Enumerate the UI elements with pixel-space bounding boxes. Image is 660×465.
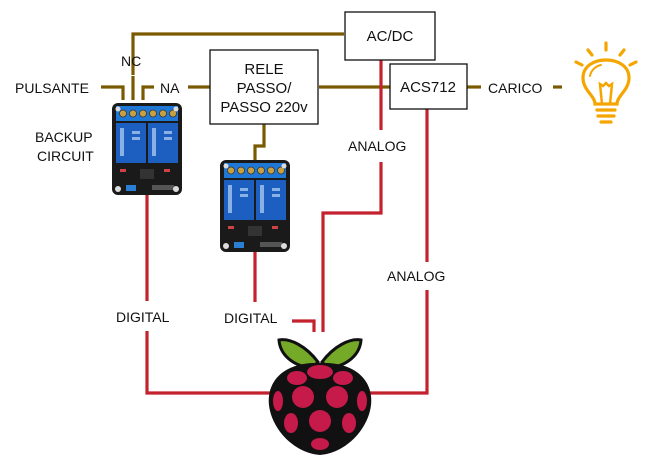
analog-acs712-label: ANALOG (387, 268, 445, 284)
digital-relay-label: DIGITAL (224, 310, 278, 326)
wire-acdc-analog-bottom (321, 162, 383, 332)
rele-line3: PASSO 220v (220, 99, 308, 116)
wire-pulsante (101, 85, 125, 100)
light-bulb-icon (574, 41, 638, 124)
na-label: NA (160, 80, 180, 96)
acs712-box: ACS712 (389, 63, 468, 110)
wire-relay2-digital-bottom (292, 319, 316, 332)
nc-label: NC (121, 53, 141, 69)
relay-module-icon (219, 159, 291, 253)
acdc-box: AC/DC (344, 11, 436, 61)
rele-line2: PASSO/ (237, 80, 293, 97)
raspberry-pi-icon (268, 338, 372, 455)
carico-label: CARICO (488, 80, 543, 96)
wire-rele-to-relay2 (253, 124, 266, 162)
wire-acs712-analog-bottom (362, 290, 429, 395)
acs712-label: ACS712 (400, 79, 456, 96)
backup-relay-module (111, 102, 183, 196)
backup-label-line2: CIRCUIT (37, 148, 94, 164)
wire-backup-digital-bottom (145, 331, 276, 395)
analog-acdc-label: ANALOG (348, 138, 406, 154)
signal-wires (145, 60, 429, 395)
digital-backup-label: DIGITAL (116, 309, 170, 325)
relay-module-2 (219, 159, 291, 253)
backup-label-line1: BACKUP (35, 129, 93, 145)
rele-passo-box: RELE PASSO/ PASSO 220v (209, 49, 319, 125)
pulsante-label: PULSANTE (15, 80, 89, 96)
rele-line1: RELE (244, 61, 283, 78)
acdc-label: AC/DC (367, 28, 414, 45)
wire-na (141, 85, 154, 100)
power-wires (101, 32, 562, 162)
wire-nc-to-acdc (131, 32, 344, 75)
relay-module-icon (111, 102, 183, 196)
